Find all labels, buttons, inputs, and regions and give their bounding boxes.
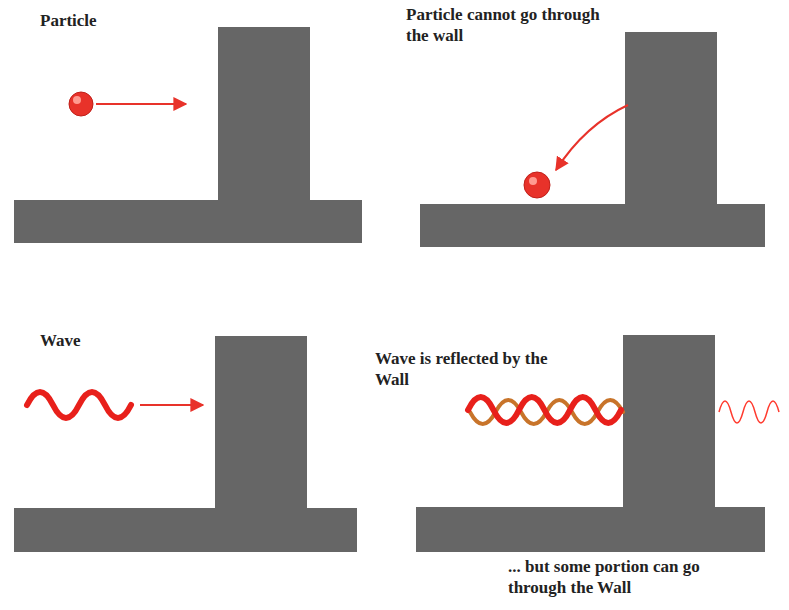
- motion-arrow: [96, 103, 186, 105]
- bounce-arrow: [556, 105, 628, 170]
- transmitted-wave: [719, 401, 779, 423]
- caption-label: Wave: [40, 330, 190, 351]
- caption-label: Particle: [40, 10, 190, 31]
- incident-wave: [468, 397, 621, 423]
- caption-label: Particle cannot go through the wall: [406, 4, 606, 46]
- ball-highlight: [529, 177, 537, 185]
- wall: [218, 27, 310, 201]
- wall: [215, 336, 307, 509]
- particle-ball: [524, 172, 550, 198]
- caption-label: Wave is reflected by the Wall: [375, 348, 567, 390]
- ball-highlight: [73, 96, 81, 104]
- floor: [14, 200, 362, 243]
- wave: [27, 392, 131, 418]
- floor: [420, 204, 765, 247]
- wall: [625, 32, 717, 205]
- floor: [416, 507, 765, 552]
- particle-ball: [69, 92, 93, 116]
- floor: [14, 508, 357, 552]
- motion-arrow: [140, 404, 203, 406]
- wall: [623, 335, 715, 508]
- caption-label: ... but some portion can go through the …: [508, 556, 736, 598]
